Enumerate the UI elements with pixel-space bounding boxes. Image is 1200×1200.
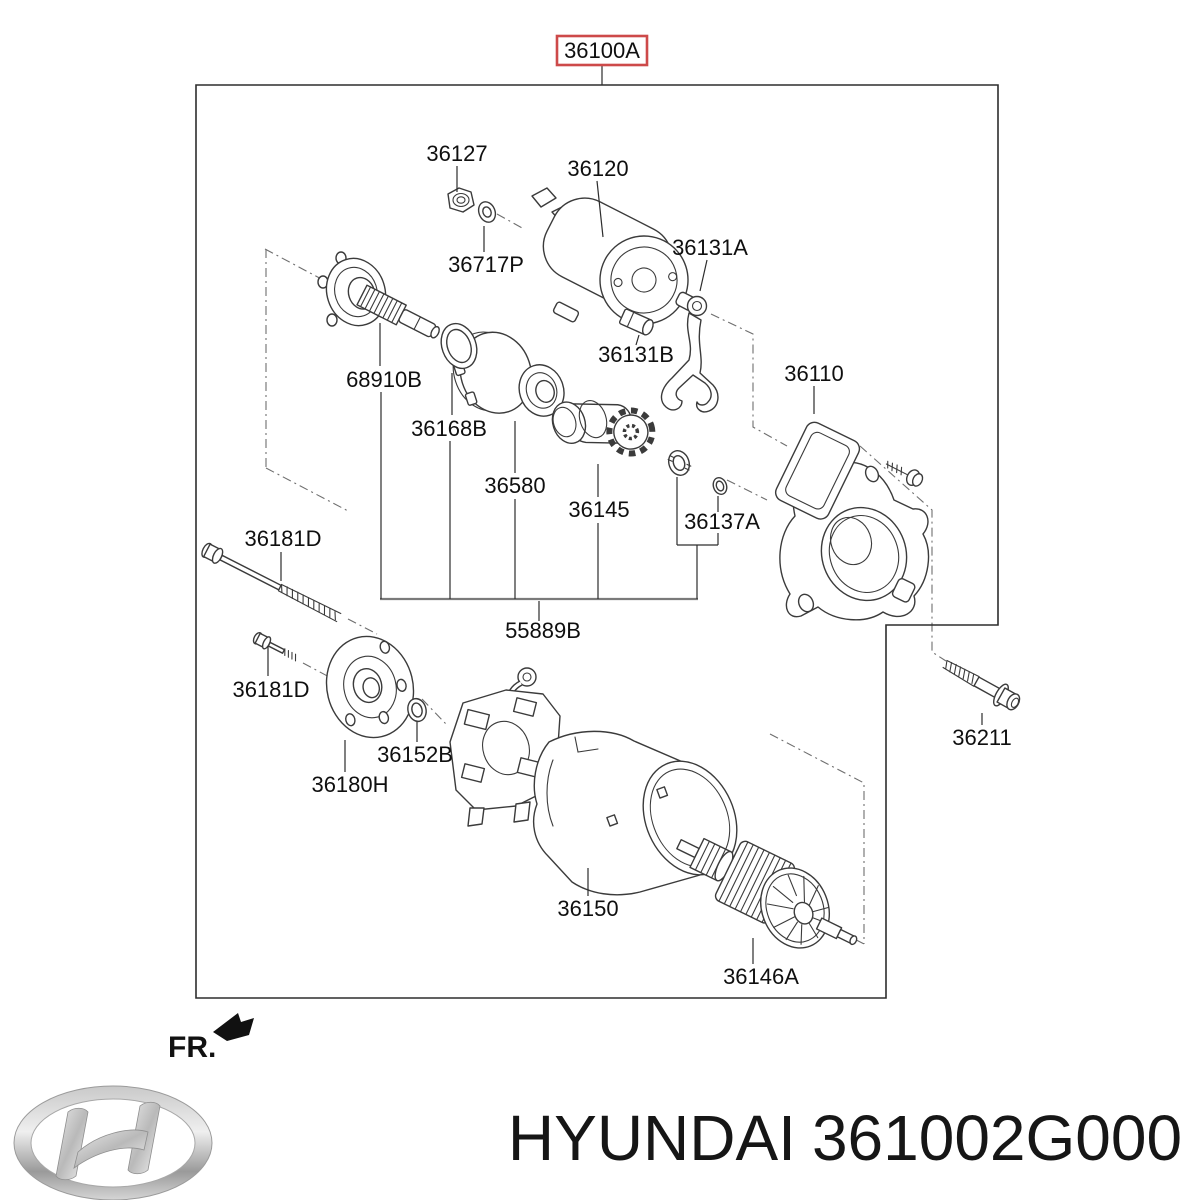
through-bolt-short-drawing: [252, 631, 297, 662]
pinion-drawing: [551, 400, 656, 457]
thrust-washer-drawing: [407, 697, 427, 723]
front-direction-label: FR.: [168, 1031, 216, 1064]
part-label-36100A: 36100A: [564, 38, 640, 63]
stop-ring-a-drawing: [667, 450, 692, 476]
part-label-36168B: 36168B: [411, 416, 487, 441]
part-label-36152B: 36152B: [377, 742, 453, 767]
part-label-36150: 36150: [557, 896, 618, 921]
part-label-36181D-top: 36181D: [244, 526, 321, 551]
part-label-36180H: 36180H: [311, 772, 388, 797]
armature-drawing: [676, 837, 858, 949]
shift-lever-drawing: [660, 295, 719, 413]
mounting-bolt-drawing: [942, 659, 1021, 711]
packing-drawing: [618, 308, 654, 336]
leader-lines: [267, 65, 983, 964]
part-label-36137A: 36137A: [684, 509, 760, 534]
through-bolt-long-drawing: [201, 542, 342, 623]
part-label-36181D-bottom: 36181D: [232, 677, 309, 702]
part-label-36717P: 36717P: [448, 252, 524, 277]
assembly-boundary-box: [195, 84, 999, 999]
part-label-36127: 36127: [426, 141, 487, 166]
stop-ring-b-drawing: [712, 477, 728, 495]
front-bracket-drawing: [774, 421, 930, 621]
hyundai-logo: [13, 1085, 213, 1200]
part-label-36146A: 36146A: [723, 964, 799, 989]
part-label-36120: 36120: [567, 156, 628, 181]
part-label-36211: 36211: [952, 725, 1012, 750]
rear-bracket-drawing: [325, 635, 415, 739]
stopper-ring-drawing: [440, 322, 478, 370]
nut-drawing: [447, 187, 475, 213]
clutch-drawing: [452, 331, 565, 417]
part-label-36580: 36580: [484, 473, 545, 498]
highlight-box: [555, 34, 649, 67]
brush-holder-drawing: [449, 667, 561, 827]
part-label-36131B: 36131B: [598, 342, 674, 367]
part-label-68910B: 68910B: [346, 367, 422, 392]
part-labels: 36100A 36127 36120 36131A 36717P 36131B …: [232, 38, 1011, 989]
washer-drawing: [477, 201, 497, 223]
part-label-55889B: 55889B: [505, 618, 581, 643]
part-label-36131A: 36131A: [672, 235, 748, 260]
part-label-36110: 36110: [784, 361, 844, 386]
front-direction-arrow-icon: [213, 1013, 254, 1041]
part-number-text: 361002G000: [812, 1102, 1182, 1174]
bracket-screw-drawing: [885, 460, 924, 487]
shaft-gear-drawing: [317, 251, 440, 339]
brand-text: HYUNDAI: [508, 1102, 796, 1174]
part-label-36145: 36145: [568, 497, 629, 522]
